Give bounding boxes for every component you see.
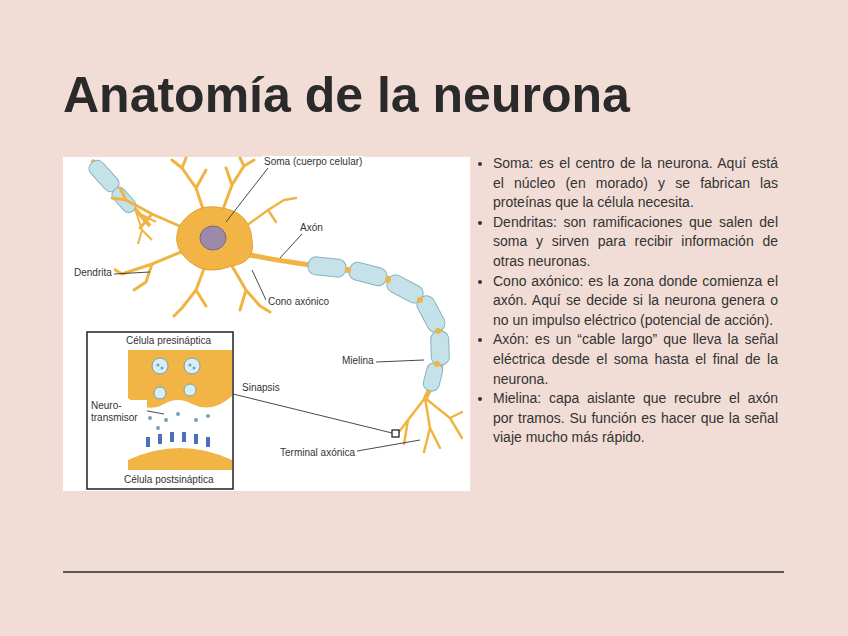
bullet-list: Soma: es el centro de la neurona. Aquí e… (478, 154, 778, 448)
soma (177, 207, 253, 270)
nucleus (200, 226, 226, 250)
bullet-text: Mielina: capa aislante que recubre el ax… (493, 389, 778, 448)
inset-label: Célula postsináptica (122, 474, 216, 486)
dendrites (112, 158, 296, 316)
part-label: Mielina (340, 355, 376, 367)
bullet-text: Dendritas: son ramificaciones que salen … (493, 213, 778, 272)
bullet-text: Cono axónico: es la zona donde comienza … (493, 272, 778, 331)
footer-rule (63, 571, 784, 573)
illustration-ground (63, 157, 470, 491)
axon-terminal (396, 398, 462, 452)
part-label: Dendrita (72, 267, 114, 279)
inset-label: Neuro-transmisor (89, 400, 147, 423)
synapse-marker (392, 430, 399, 437)
myelin-sheath (307, 256, 449, 392)
ranvier-nodes (345, 267, 441, 367)
synapse-inset (87, 332, 233, 489)
bullet-text: Axón: es un “cable largo” que lleva la s… (493, 330, 778, 389)
part-label: Sinapsis (240, 382, 282, 394)
slide-title: Anatomía de la neurona (63, 66, 630, 124)
part-label: Cono axónico (266, 296, 331, 308)
inset-label: Célula presináptica (124, 335, 213, 347)
bullet-text: Soma: es el centro de la neurona. Aquí e… (493, 154, 778, 213)
part-label: Axón (298, 222, 325, 234)
part-label: Terminal axónica (278, 447, 357, 459)
axon (246, 254, 443, 400)
leader-lines (114, 168, 424, 454)
part-label: Soma (cuerpo celular) (262, 156, 364, 168)
